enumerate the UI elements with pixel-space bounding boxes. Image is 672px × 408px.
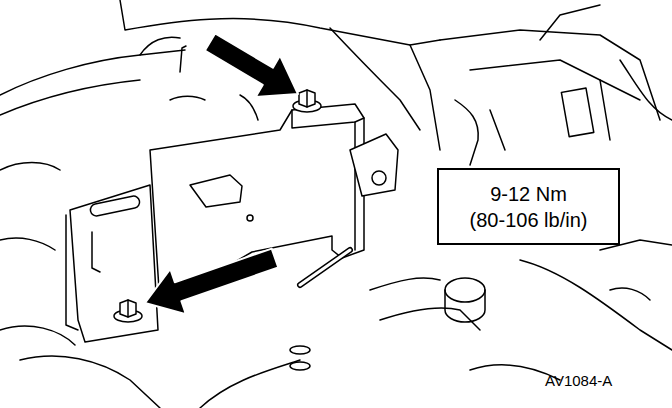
torque-value: (80-106 lb/in) [470, 207, 588, 233]
bracket-plate [66, 185, 158, 342]
pointer-arrow [205, 33, 298, 97]
torque-spec-box: 9-12 Nm(80-106 lb/in) [437, 168, 620, 245]
pointer-arrow [145, 249, 278, 315]
bolt [114, 300, 142, 322]
torque-value: 9-12 Nm [490, 181, 567, 207]
figure-code: AV1084-A [545, 372, 612, 389]
